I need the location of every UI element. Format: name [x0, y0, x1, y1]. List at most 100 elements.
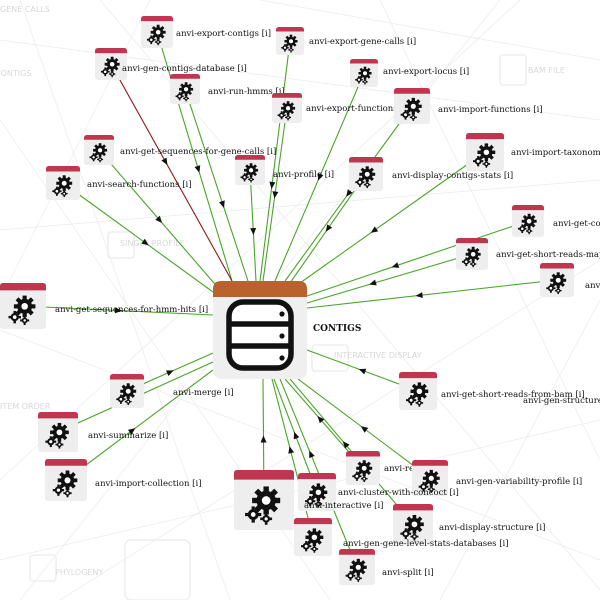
- contigs-label: CONTIGS: [313, 324, 361, 334]
- program-node[interactable]: [298, 473, 336, 511]
- program-card-header: [393, 504, 433, 511]
- program-node[interactable]: [512, 205, 544, 237]
- contigs-node[interactable]: [213, 281, 307, 379]
- program-label[interactable]: anvi-gen-contigs-database [i]: [122, 64, 247, 74]
- program-card-header: [540, 263, 574, 269]
- program-label[interactable]: anvi-split [i]: [382, 568, 434, 578]
- program-label[interactable]: anvi-get-co: [553, 219, 600, 229]
- program-card-header: [38, 412, 78, 419]
- program-node[interactable]: [234, 470, 294, 530]
- program-card-header: [84, 135, 114, 140]
- program-card-header: [234, 470, 294, 480]
- program-label[interactable]: anvi-export-gene-calls [i]: [309, 37, 416, 47]
- program-label[interactable]: anvi-display-structure [i]: [439, 523, 545, 533]
- program-card-header: [0, 283, 46, 291]
- program-card-header: [349, 157, 383, 163]
- program-label[interactable]: anvi-run-hmms [i]: [208, 87, 285, 97]
- program-node[interactable]: [346, 451, 380, 485]
- program-label[interactable]: anvi-get-short-reads-mapp: [496, 250, 600, 260]
- program-node[interactable]: [0, 283, 46, 329]
- program-label[interactable]: anvi-export-functions [i]: [306, 104, 410, 114]
- program-label[interactable]: anvi-display-contigs-stats [i]: [392, 171, 513, 181]
- edge-arrow: [127, 428, 136, 435]
- background-database-icon: [124, 539, 191, 600]
- program-node[interactable]: [276, 27, 304, 55]
- program-node[interactable]: [110, 374, 144, 408]
- edge: [62, 182, 214, 293]
- program-node[interactable]: [84, 135, 114, 165]
- edge-arrow: [415, 292, 423, 299]
- program-node[interactable]: [272, 93, 302, 123]
- program-node[interactable]: [456, 238, 488, 270]
- edge-arrow: [358, 368, 367, 375]
- program-card-header: [399, 372, 437, 379]
- program-label[interactable]: anvi-summarize [i]: [88, 431, 168, 441]
- program-card-header: [141, 16, 173, 22]
- program-label[interactable]: anvi-gen-gene-level-stats-databases [i]: [343, 539, 509, 549]
- program-node[interactable]: [38, 412, 78, 452]
- program-label[interactable]: anvi-import-functions [i]: [438, 105, 543, 115]
- program-label[interactable]: anvi-export-contigs [i]: [176, 29, 271, 39]
- program-card-header: [466, 133, 504, 140]
- program-card-header: [456, 238, 488, 244]
- program-card-header: [272, 93, 302, 98]
- program-node[interactable]: [46, 166, 80, 200]
- edge-arrow: [317, 173, 324, 181]
- edge-arrow: [369, 279, 377, 286]
- edge-arrow: [360, 426, 369, 433]
- edge-arrow: [288, 446, 295, 454]
- program-label[interactable]: anvi-get-short-reads-from-bam [i]: [441, 390, 585, 400]
- edge-arrow: [250, 227, 257, 236]
- program-label[interactable]: anvi-profile [i]: [273, 170, 334, 180]
- program-card-header: [350, 59, 378, 64]
- program-label[interactable]: anvi-gen-structure: [523, 396, 600, 406]
- background-label: INTERACTIVE DISPLAY: [334, 351, 422, 360]
- program-label[interactable]: anvi-get-sequences-for-hmm-hits [i]: [55, 305, 208, 315]
- background-label: BAM FILE: [528, 66, 565, 75]
- background-label: ITEM ORDER: [0, 402, 51, 411]
- edge-arrow: [342, 441, 350, 449]
- edge: [65, 369, 214, 481]
- edge-arrow: [293, 431, 300, 440]
- edge-arrow: [166, 370, 174, 376]
- program-node[interactable]: [540, 263, 574, 297]
- program-label[interactable]: anvi-cluster-with-concoct [i]: [338, 488, 459, 498]
- program-card-header: [276, 27, 304, 32]
- background-label: CONTIGS: [0, 69, 31, 78]
- program-node[interactable]: [399, 372, 437, 410]
- program-card-header: [294, 518, 332, 525]
- edge-arrow: [260, 435, 267, 443]
- edge-arrow: [317, 416, 325, 424]
- program-label[interactable]: anvi-: [585, 281, 600, 291]
- edge: [306, 279, 558, 309]
- edge-arrow: [194, 165, 201, 173]
- program-card-header: [110, 374, 144, 380]
- program-label[interactable]: anvi-import-collection [i]: [95, 479, 202, 489]
- program-node[interactable]: [350, 59, 378, 87]
- program-node[interactable]: [349, 157, 383, 191]
- background-profile-icon: [107, 231, 135, 259]
- program-node[interactable]: [393, 504, 433, 544]
- program-node[interactable]: [394, 88, 430, 124]
- program-node[interactable]: [95, 48, 127, 80]
- program-node[interactable]: [141, 16, 173, 48]
- program-node[interactable]: [45, 459, 87, 501]
- edge: [249, 169, 257, 282]
- program-node[interactable]: [466, 133, 504, 171]
- program-label[interactable]: anvi-import-taxonomy: [511, 148, 600, 158]
- program-node[interactable]: [170, 74, 200, 104]
- program-label[interactable]: anvi-gen-variability-profile [i]: [456, 477, 582, 487]
- program-node[interactable]: [339, 549, 375, 585]
- edge-arrow: [325, 224, 333, 232]
- program-label[interactable]: anvi-interactive [i]: [304, 501, 383, 511]
- program-label[interactable]: anvi-get-sequences-for-gene-calls [i]: [120, 147, 276, 157]
- edge: [299, 151, 486, 284]
- program-node[interactable]: [412, 460, 448, 496]
- program-label[interactable]: anvi-export-locus [i]: [383, 67, 469, 77]
- program-card-header: [412, 460, 448, 466]
- program-card-header: [235, 155, 265, 160]
- program-label[interactable]: anvi-search-functions [i]: [87, 180, 192, 190]
- program-node[interactable]: [235, 155, 265, 185]
- program-node[interactable]: [294, 518, 332, 556]
- program-label[interactable]: anvi-merge [i]: [173, 388, 234, 398]
